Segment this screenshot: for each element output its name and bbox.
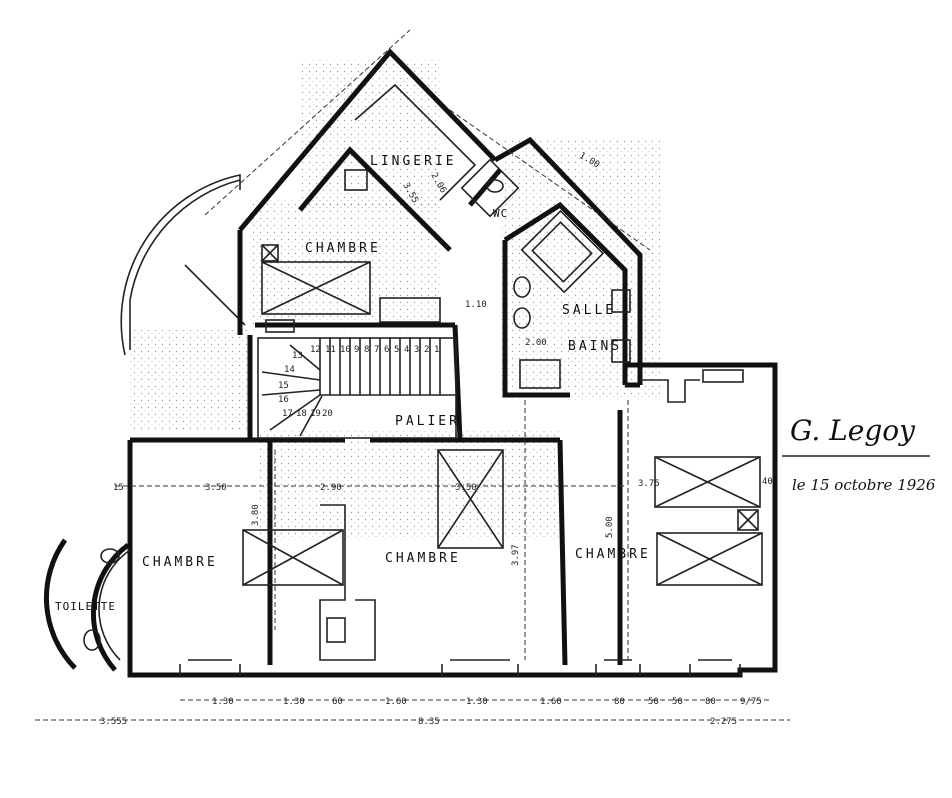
dim-130b: 1.30 <box>283 697 305 707</box>
dim-290: 2.90 <box>320 483 342 493</box>
step-16: 16 <box>278 395 289 405</box>
dim-80a: 80 <box>614 697 625 707</box>
dim-50b: 50 <box>672 697 683 707</box>
room-label-palier: PALIER <box>395 414 460 429</box>
room-label-salle: SALLE <box>562 303 616 318</box>
dim-50a: 50 <box>648 697 659 707</box>
dim-350: 3.50 <box>205 483 227 493</box>
stair-step-numbers: 1 2 3 4 5 6 7 8 9 10 11 12 13 14 15 16 1… <box>278 345 439 419</box>
dim-80b: 80 <box>705 697 716 707</box>
room-label-bains: BAINS <box>568 339 622 354</box>
dim-200: 2.00 <box>525 338 547 348</box>
step-3: 3 <box>414 345 419 355</box>
signature-date: le 15 octobre 1926 <box>792 476 936 494</box>
step-8: 8 <box>364 345 369 355</box>
room-label-chambre-left: CHAMBRE <box>142 555 218 570</box>
step-15: 15 <box>278 381 289 391</box>
room-label-chambre-mid: CHAMBRE <box>385 551 461 566</box>
windows <box>179 659 741 676</box>
step-2: 2 <box>424 345 429 355</box>
step-14: 14 <box>284 365 295 375</box>
step-11: 11 <box>325 345 336 355</box>
room-labels: CHAMBRE LINGERIE WC SALLE BAINS PALIER C… <box>55 154 651 613</box>
room-label-lingerie: LINGERIE <box>370 154 457 169</box>
dim-397: 3.97 <box>511 544 521 566</box>
chimney-block <box>319 369 744 661</box>
dim-160b: 1.60 <box>540 697 562 707</box>
beds <box>242 449 763 586</box>
terrace-diagonal <box>184 264 246 326</box>
room-label-wc: WC <box>493 207 508 220</box>
staircase <box>257 337 457 439</box>
signature-name: G. Legoy <box>790 414 916 447</box>
chambre-top-furniture <box>261 244 441 333</box>
step-4: 4 <box>404 345 409 355</box>
step-12: 12 <box>310 345 321 355</box>
dim-975: 9/75 <box>740 697 762 707</box>
signature-block: G. Legoy le 15 octobre 1926 <box>782 414 936 494</box>
terrace-arc <box>129 179 241 350</box>
step-17: 17 <box>282 409 293 419</box>
step-6: 6 <box>384 345 389 355</box>
dim-110: 1.10 <box>465 300 487 310</box>
dim-375: 3.75 <box>638 479 660 489</box>
toilette-room <box>44 538 131 672</box>
dim-380: 3.80 <box>251 504 261 526</box>
dim-15: 15 <box>113 483 124 493</box>
room-label-toilette: TOILETTE <box>55 600 116 613</box>
room-label-chambre-top: CHAMBRE <box>305 241 381 256</box>
dim-60: 60 <box>332 697 343 707</box>
dim-350b: 3.50 <box>455 483 477 493</box>
step-1: 1 <box>434 345 439 355</box>
texture-overlay <box>130 60 660 540</box>
step-20: 20 <box>322 409 333 419</box>
bathroom-fixtures <box>460 158 631 389</box>
step-10: 10 <box>340 345 351 355</box>
dim-160a: 1.60 <box>385 697 407 707</box>
lingerie-details <box>344 83 477 201</box>
dim-2275: 2.275 <box>710 717 737 727</box>
step-19: 19 <box>310 409 321 419</box>
dim-130c: 1.30 <box>466 697 488 707</box>
step-13: 13 <box>292 351 303 361</box>
dim-130a: 1.30 <box>212 697 234 707</box>
dimension-lines <box>35 29 790 721</box>
step-7: 7 <box>374 345 379 355</box>
dim-835: 8.35 <box>418 717 440 727</box>
step-18: 18 <box>296 409 307 419</box>
step-9: 9 <box>354 345 359 355</box>
room-label-chambre-right: CHAMBRE <box>575 547 651 562</box>
step-5: 5 <box>394 345 399 355</box>
dim-3555: 3.555 <box>100 717 127 727</box>
dim-500: 5.00 <box>605 516 615 538</box>
dim-40: 40 <box>762 477 773 487</box>
terrace-outline <box>120 174 241 356</box>
